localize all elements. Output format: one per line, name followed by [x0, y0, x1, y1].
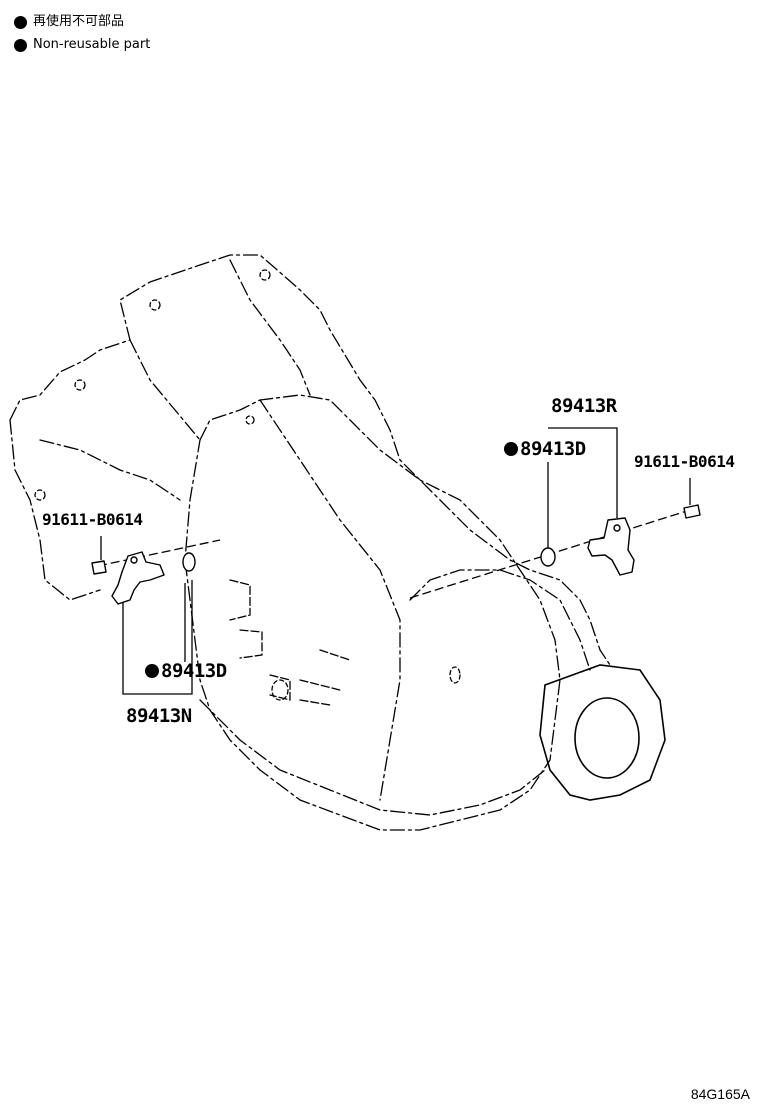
- part-number: 89413D: [520, 438, 586, 460]
- mounting-hole: [259, 269, 271, 281]
- speed-sensor-rear: [587, 517, 635, 576]
- output-flange-bore: [574, 697, 640, 779]
- part-label-89413R: 89413R: [551, 395, 617, 417]
- part-label-89413D-left: 89413D: [145, 660, 227, 682]
- o-ring-right: [540, 547, 556, 567]
- mounting-hole: [245, 415, 255, 425]
- non-reusable-dot-icon: [145, 664, 159, 678]
- sensor-bolt-hole: [130, 556, 138, 564]
- legend-label: 再使用不可部品: [33, 14, 125, 29]
- main-case-outline: [184, 394, 561, 831]
- mounting-hole: [34, 489, 46, 501]
- case-port: [449, 666, 461, 684]
- black-dot-icon: [14, 15, 27, 29]
- bracket-89413N: [122, 580, 193, 695]
- oil-pan-outline: [199, 699, 546, 816]
- sensor-bolt-hole: [613, 524, 621, 532]
- case-port: [271, 679, 289, 701]
- bracket-89413R: [548, 427, 618, 518]
- speed-sensor-front: [111, 551, 165, 605]
- case-rib-line: [39, 439, 181, 501]
- illustration-code: 84G165A: [690, 1086, 750, 1102]
- extension-housing: [409, 569, 591, 671]
- output-flange: [539, 664, 666, 801]
- case-rib-line: [129, 339, 201, 441]
- case-rib-line: [229, 259, 311, 396]
- case-rib-line: [259, 399, 401, 801]
- part-label-bolt-left: 91611-B0614: [42, 510, 143, 529]
- legend-item-english: Non-reusable part: [14, 37, 150, 53]
- part-label-bolt-right: 91611-B0614: [634, 452, 735, 471]
- bolt-left: [91, 560, 107, 575]
- part-label-89413N: 89413N: [126, 705, 192, 727]
- bell-housing-left-edge: [9, 419, 101, 601]
- mounting-hole: [149, 299, 161, 311]
- valve-body-features: [229, 579, 351, 706]
- bolt-right: [683, 504, 701, 519]
- legend-item-japanese: 再使用不可部品: [14, 14, 124, 30]
- part-label-89413D-right: 89413D: [504, 438, 586, 460]
- legend-label: Non-reusable part: [33, 37, 151, 52]
- mounting-hole: [74, 379, 86, 391]
- part-number: 89413D: [161, 660, 227, 682]
- black-dot-icon: [14, 38, 27, 52]
- non-reusable-dot-icon: [504, 442, 518, 456]
- o-ring-left: [182, 552, 196, 572]
- dashed-alignment-line: [97, 539, 221, 567]
- bell-housing-outline: [9, 254, 611, 666]
